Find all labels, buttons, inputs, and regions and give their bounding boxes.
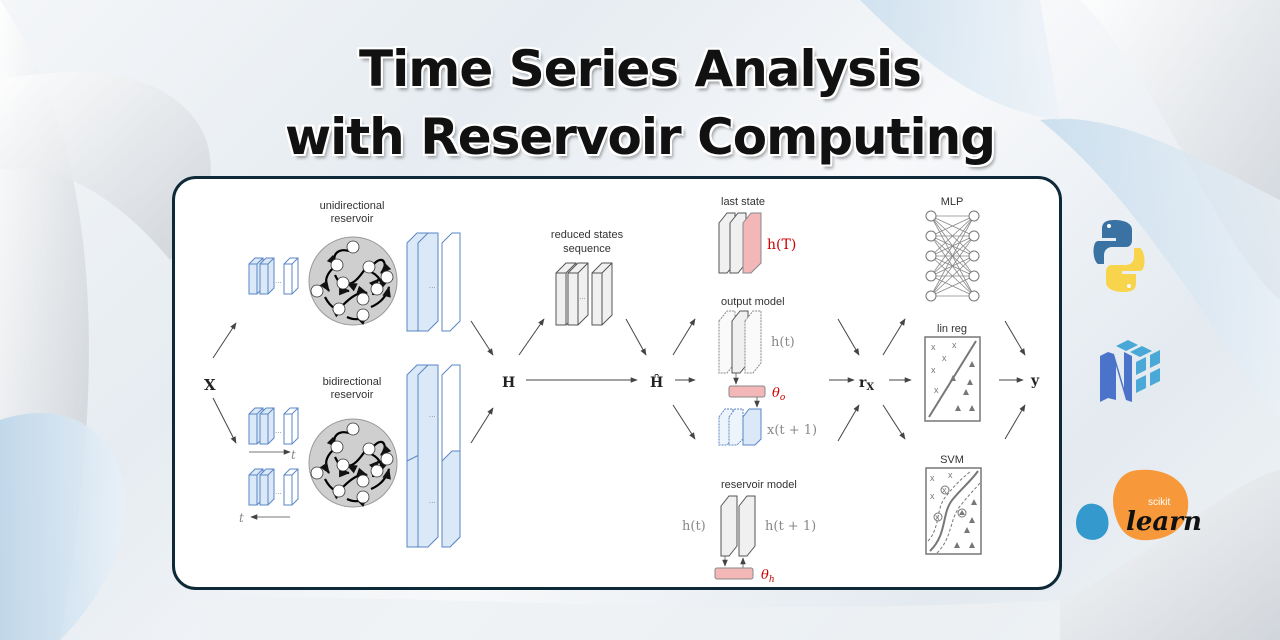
mlp-label: MLP bbox=[941, 196, 964, 208]
reservoir-model-slabs bbox=[720, 495, 756, 557]
output-model-x: x(t + 1) bbox=[767, 423, 817, 438]
reservoir-model-h1: h(t + 1) bbox=[765, 519, 816, 534]
uni-state-slabs: ... bbox=[406, 232, 461, 332]
output-model-slabs bbox=[718, 310, 762, 374]
arrow-last-to-rx bbox=[837, 318, 860, 356]
title-line-2: with Reservoir Computing bbox=[284, 108, 996, 166]
output-model-theta-box bbox=[728, 385, 766, 398]
bi-label-1: bidirectional bbox=[323, 376, 382, 388]
forward-time-symbol: t bbox=[291, 448, 296, 462]
title-line-1: Time Series Analysis bbox=[359, 40, 922, 98]
bi-state-slabs: ... ... bbox=[406, 364, 461, 548]
sklearn-small-text: scikit bbox=[1148, 497, 1170, 508]
arrow-x-to-uni bbox=[212, 322, 237, 359]
arrow-Hhat-to-reservoir-model bbox=[672, 404, 696, 440]
linreg-cross: x bbox=[952, 340, 957, 350]
representation-rX: rX bbox=[859, 375, 874, 393]
sklearn-logo-icon: scikit learn bbox=[1076, 469, 1202, 541]
arrow-rx-to-svm bbox=[882, 404, 906, 440]
python-logo-icon bbox=[1093, 220, 1145, 292]
svm-cross: x bbox=[930, 473, 935, 483]
arrow-H-to-reduced bbox=[518, 318, 545, 356]
linreg-cross: x bbox=[942, 353, 947, 363]
linreg-cross: x bbox=[931, 342, 936, 352]
arrow-rx-to-mlp bbox=[882, 318, 906, 356]
svm-plot: x x x x x bbox=[925, 467, 982, 555]
linreg-label: lin reg bbox=[937, 323, 967, 335]
arrow-reservoir-to-rx bbox=[837, 404, 860, 442]
uni-state-ellipsis: ... bbox=[429, 281, 436, 290]
svm-cross: x bbox=[948, 470, 953, 480]
output-model-next-slabs bbox=[718, 408, 762, 446]
uni-label-2: reservoir bbox=[331, 213, 374, 225]
reservoir-pipeline-diagram: X unidirectional reservoir ... ... bidir… bbox=[204, 196, 1040, 585]
reservoir-model-h: h(t) bbox=[682, 519, 706, 534]
mlp-connection bbox=[930, 215, 975, 237]
arrow-svm-to-y bbox=[1004, 404, 1026, 440]
svm-cross: x bbox=[935, 512, 940, 522]
arrow-uni-to-H bbox=[470, 320, 494, 356]
mlp-connection bbox=[930, 215, 975, 277]
mlp-node bbox=[925, 210, 937, 222]
arrow-Hhat-to-last bbox=[672, 318, 696, 356]
reduced-label-1: reduced states bbox=[551, 229, 624, 241]
bi-label-2: reservoir bbox=[331, 389, 374, 401]
mlp-node bbox=[968, 290, 980, 302]
last-state-math: h(T) bbox=[767, 237, 796, 253]
reduced-state-slabs: ... bbox=[555, 262, 613, 326]
svm-cross: x bbox=[942, 485, 947, 495]
mlp-connection bbox=[930, 235, 975, 297]
states-H: H bbox=[502, 375, 515, 391]
arrow-bi-to-H bbox=[470, 407, 494, 444]
mlp-node bbox=[925, 230, 937, 242]
reduced-states-Hhat: Ĥ bbox=[650, 373, 663, 391]
reduced-label-2: sequence bbox=[563, 243, 611, 255]
bi-state-ellipsis-top: ... bbox=[429, 410, 436, 419]
output-y: y bbox=[1030, 373, 1040, 389]
numpy-logo-icon bbox=[1100, 340, 1160, 402]
last-state-slabs bbox=[718, 212, 762, 274]
sklearn-big-text: learn bbox=[1126, 507, 1202, 537]
mlp-node bbox=[968, 210, 980, 222]
mlp-connection bbox=[930, 215, 975, 297]
mlp-node bbox=[968, 230, 980, 242]
bi-backward-ellipsis: ... bbox=[275, 487, 282, 496]
linreg-cross: x bbox=[931, 365, 936, 375]
backward-time-symbol: t bbox=[239, 511, 244, 525]
reservoir-model-theta: θh bbox=[761, 568, 775, 585]
mlp-node bbox=[968, 270, 980, 282]
mlp-node bbox=[925, 270, 937, 282]
linreg-cross: x bbox=[934, 385, 939, 395]
bi-forward-slabs: ... bbox=[248, 407, 299, 445]
linreg-plot: x x x x x bbox=[924, 336, 981, 422]
mlp-node bbox=[925, 290, 937, 302]
mlp-node bbox=[925, 250, 937, 262]
bi-forward-ellipsis: ... bbox=[275, 426, 282, 435]
output-model-label: output model bbox=[721, 296, 785, 308]
uni-input-slabs: ... bbox=[248, 257, 299, 295]
output-model-h: h(t) bbox=[771, 335, 795, 350]
bi-backward-slabs: ... bbox=[248, 468, 299, 506]
reservoir-model-theta-box bbox=[714, 567, 754, 580]
mlp-node bbox=[968, 250, 980, 262]
diagram-panel: X unidirectional reservoir ... ... bidir… bbox=[172, 176, 1062, 590]
arrow-reduced-to-Hhat bbox=[625, 318, 647, 356]
mlp-connection bbox=[930, 275, 975, 297]
last-state-label: last state bbox=[721, 196, 765, 208]
output-model-theta: θo bbox=[772, 386, 786, 403]
mlp-network bbox=[925, 210, 980, 302]
svm-label: SVM bbox=[940, 454, 964, 466]
reservoir-model-label: reservoir model bbox=[721, 479, 797, 491]
arrow-x-to-bi bbox=[212, 397, 237, 444]
reduced-ellipsis: ... bbox=[579, 292, 586, 301]
bi-state-ellipsis-bottom: ... bbox=[429, 496, 436, 505]
input-X: X bbox=[204, 376, 216, 394]
uni-label-1: unidirectional bbox=[320, 200, 385, 212]
uni-input-ellipsis: ... bbox=[275, 276, 282, 285]
arrow-mlp-to-y bbox=[1004, 320, 1026, 356]
mlp-connection bbox=[930, 255, 975, 297]
svm-cross: x bbox=[930, 491, 935, 501]
mlp-connection bbox=[930, 215, 975, 257]
